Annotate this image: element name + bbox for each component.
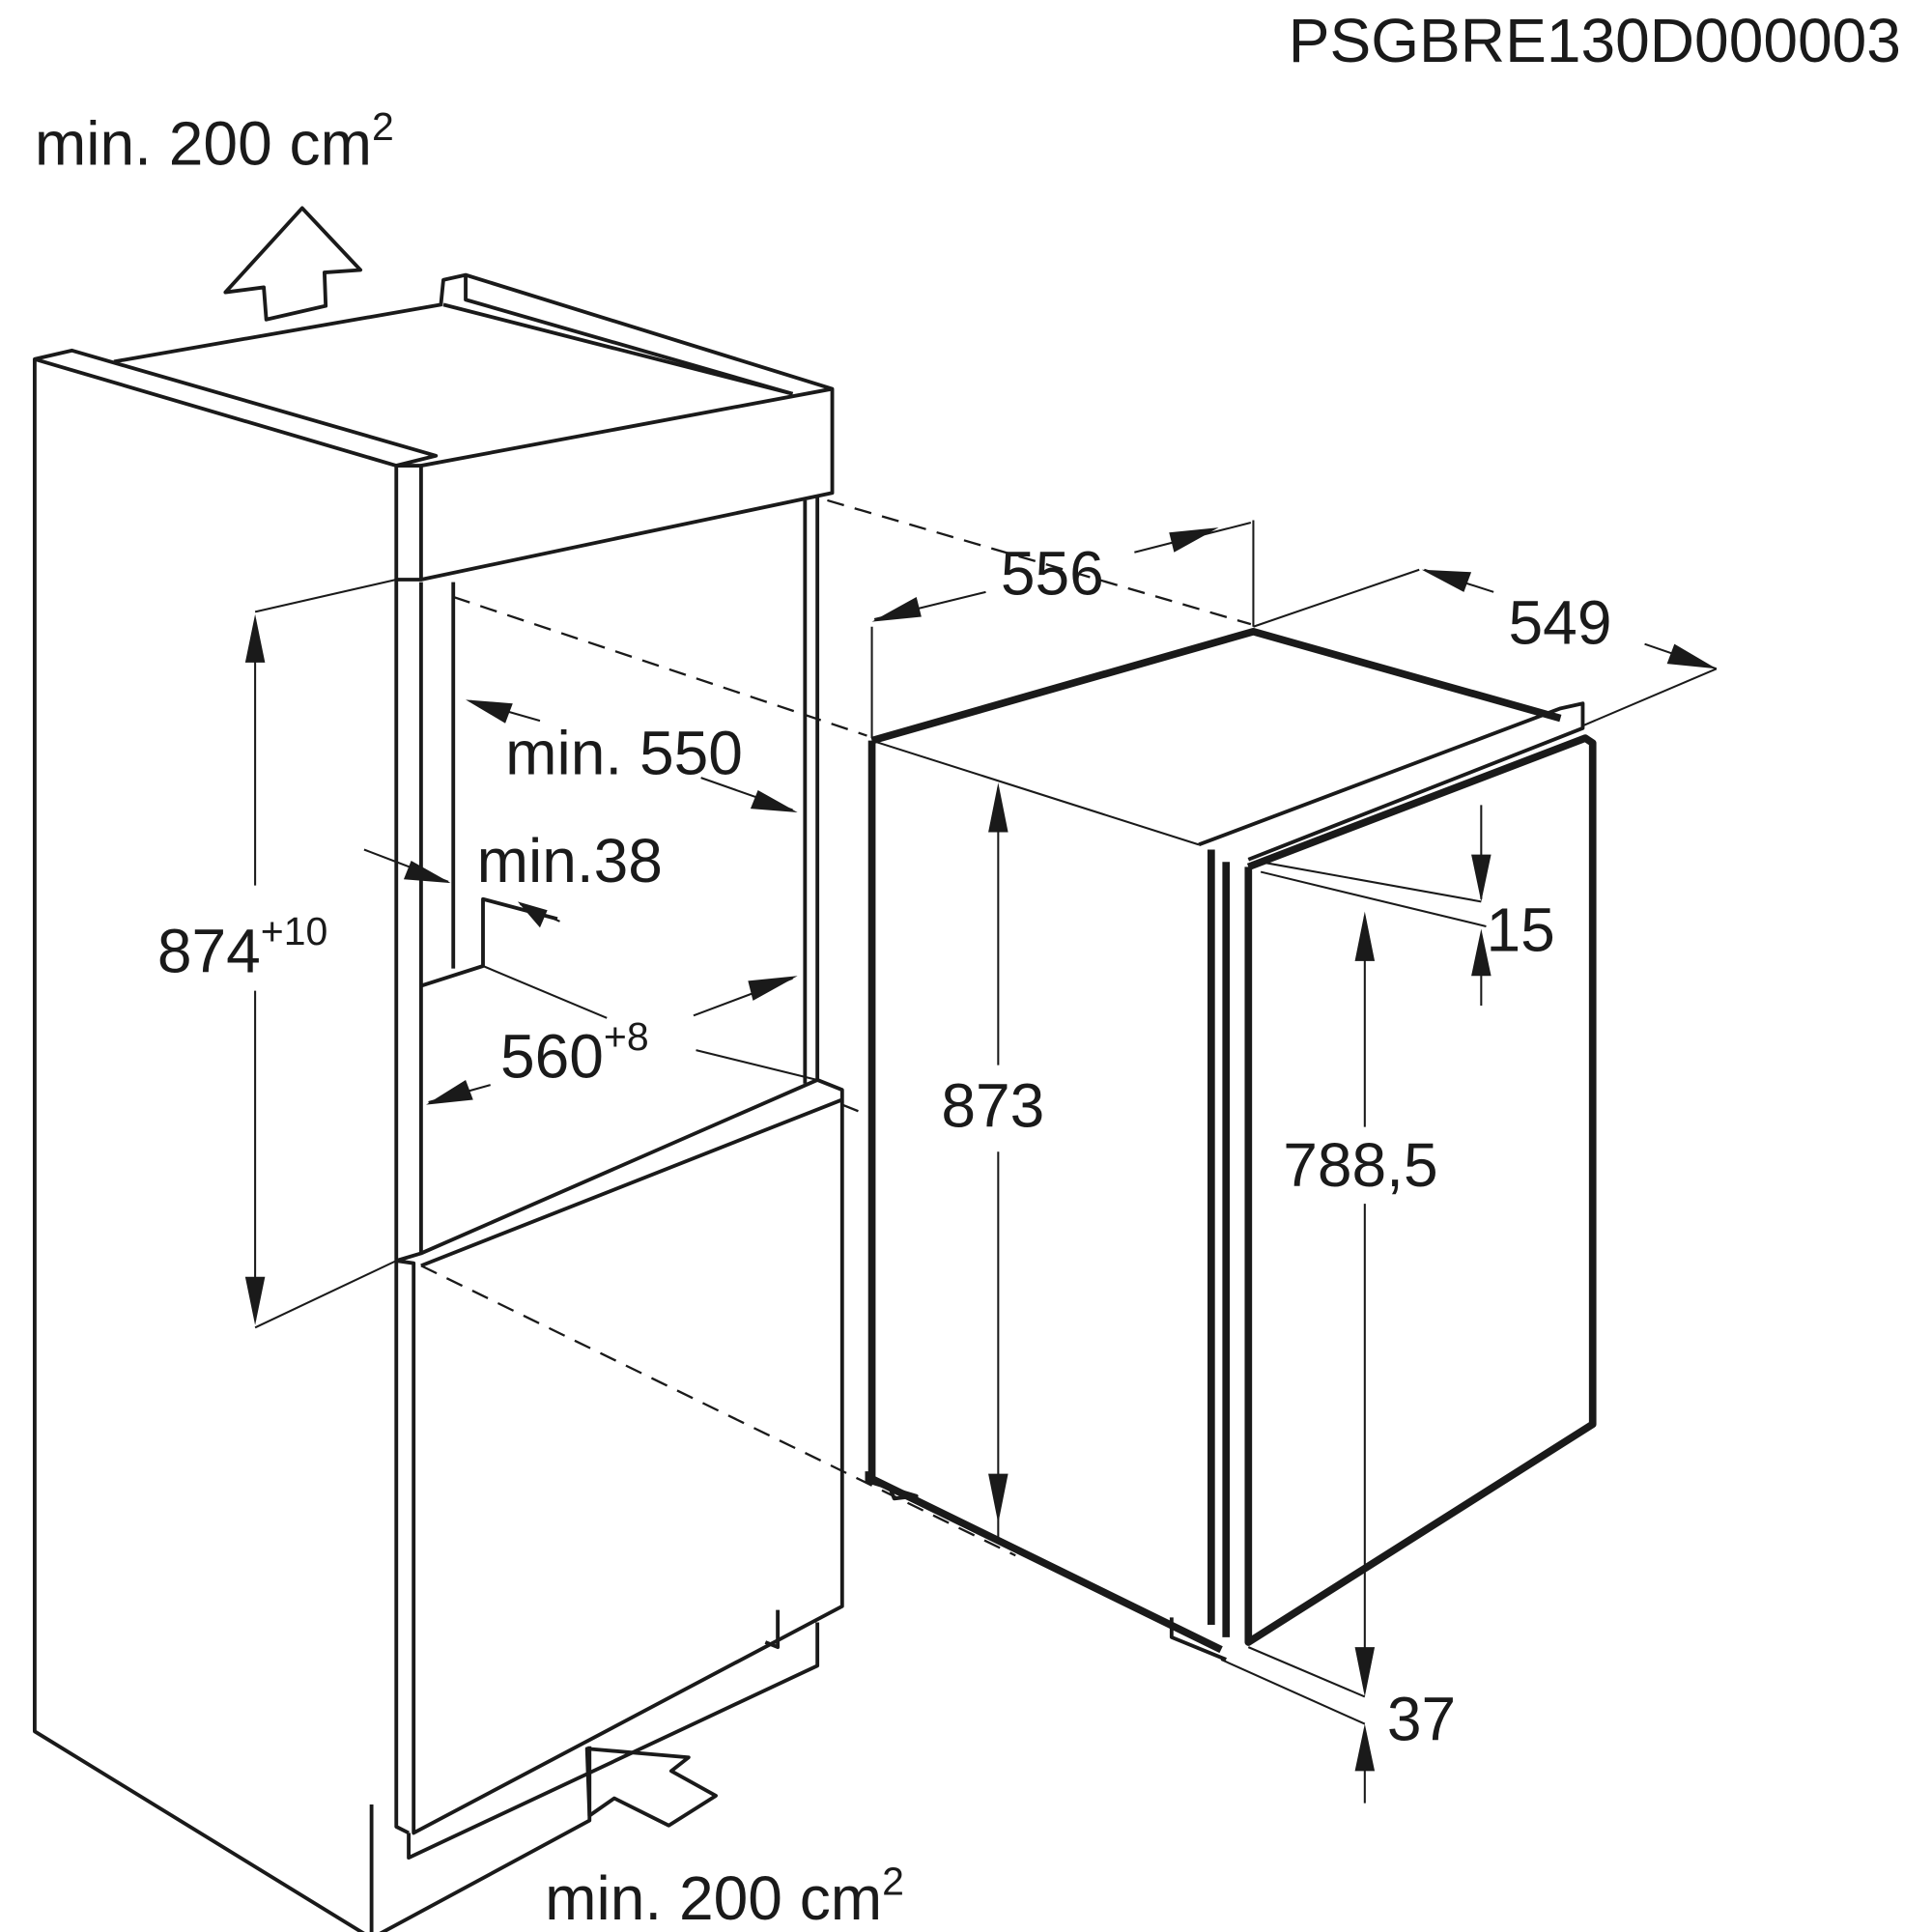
appliance-height-label: 873 [941, 1071, 1044, 1141]
appliance-width-label: 556 [1001, 538, 1104, 608]
niche-height-label: 874+10 [157, 909, 328, 985]
side-gap-label: min.38 [477, 826, 663, 895]
top-offset-label: 15 [1486, 895, 1554, 965]
appliance-dimensions: 556 549 873 15 788,5 37 [870, 520, 1718, 1804]
appliance [865, 628, 1597, 1662]
door-height-label: 788,5 [1283, 1130, 1437, 1200]
top-ventilation: min. 200 cm2 [35, 104, 394, 322]
bottom-vent-label: min. 200 cm2 [545, 1860, 904, 1932]
appliance-depth-label: 549 [1509, 588, 1612, 658]
inlet-arrow-icon [584, 1747, 718, 1828]
cabinet-niche [32, 272, 844, 1932]
niche-width-label: 560+8 [500, 1014, 649, 1091]
niche-depth-label: min. 550 [505, 718, 743, 787]
projection-lines [420, 498, 1252, 1557]
bottom-ventilation: min. 200 cm2 [545, 1747, 904, 1932]
niche-dimensions: 874+10 min. 550 min.38 560+8 [157, 579, 818, 1329]
drawing-code: PSGBRE130D000003 [1289, 6, 1901, 75]
bottom-offset-label: 37 [1387, 1684, 1456, 1753]
top-vent-label: min. 200 cm2 [35, 104, 394, 179]
up-arrow-icon [223, 206, 362, 322]
